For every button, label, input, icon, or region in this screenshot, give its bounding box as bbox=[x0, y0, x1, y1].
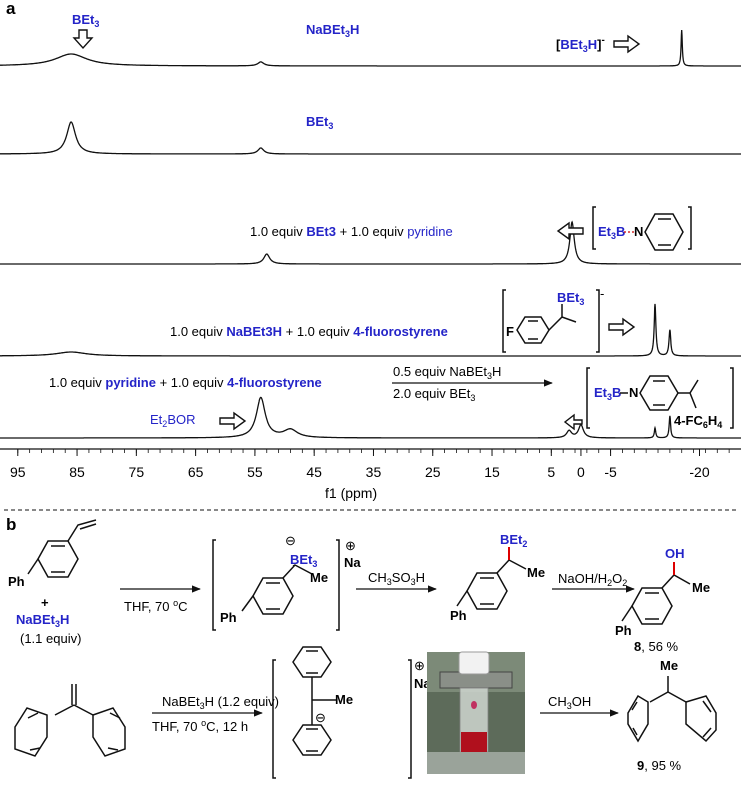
svg-text:Ph: Ph bbox=[220, 610, 237, 625]
tick-label: 5 bbox=[547, 464, 555, 480]
row2-carbanion-intermediate: Me ⊖ ⊕ Na bbox=[272, 646, 431, 779]
row1-acid: CH3SO3H bbox=[368, 570, 425, 587]
tick-label: -5 bbox=[604, 464, 617, 480]
s1-bet3h-label: [BEt3H]- bbox=[556, 35, 605, 54]
svg-text:Me: Me bbox=[335, 692, 353, 707]
row1-oxidation: NaOH/H2O2 bbox=[558, 571, 627, 588]
s5-left-arrow-icon bbox=[563, 413, 583, 431]
svg-text:⊕: ⊕ bbox=[414, 658, 425, 673]
spectrum-trace-s4 bbox=[0, 303, 741, 357]
s1-title: NaBEt3H bbox=[306, 22, 359, 39]
s1-bet3-label: BEt3 bbox=[72, 12, 99, 29]
spectrum-trace-s5 bbox=[0, 396, 741, 439]
svg-text:Ph: Ph bbox=[615, 623, 632, 638]
spectrum-trace-s3 bbox=[0, 220, 741, 265]
spectrum-trace-s2 bbox=[0, 121, 741, 155]
svg-text:Na: Na bbox=[344, 555, 361, 570]
tick-label: 35 bbox=[366, 464, 382, 480]
axis-xlabel: f1 (ppm) bbox=[325, 485, 377, 501]
ppm-axis: 95 85 75 65 55 45 35 25 15 5 0 -5 -20 f1 (ppm) bbox=[0, 448, 741, 501]
row2-conditions-top: NaBEt3H (1.2 equiv) bbox=[162, 694, 279, 711]
svg-text:NaBEt3H: NaBEt3H bbox=[16, 612, 69, 629]
tick-label: 25 bbox=[425, 464, 441, 480]
svg-text:F: F bbox=[506, 324, 514, 339]
row2-starting-material bbox=[14, 684, 126, 757]
svg-text:OH: OH bbox=[665, 546, 685, 561]
svg-text:⊖: ⊖ bbox=[315, 710, 326, 725]
svg-text:Me: Me bbox=[310, 570, 328, 585]
svg-text:-: - bbox=[600, 286, 604, 301]
svg-text:N: N bbox=[629, 385, 638, 400]
svg-text:Ph: Ph bbox=[8, 574, 25, 589]
s2-title: BEt3 bbox=[306, 114, 333, 131]
tick-label: 65 bbox=[188, 464, 204, 480]
s3-caption: 1.0 equiv BEt3 + 1.0 equiv pyridine bbox=[250, 224, 453, 239]
svg-text:Et3B: Et3B bbox=[594, 385, 621, 402]
svg-text:(1.1 equiv): (1.1 equiv) bbox=[20, 631, 81, 646]
svg-text:Me: Me bbox=[660, 658, 678, 673]
row1-borate-intermediate: ⊖ BEt3 Me Ph ⊕ Na bbox=[212, 533, 361, 631]
s5-arrow-bottom: 2.0 equiv BEt3 bbox=[393, 386, 475, 403]
reaction-vial-photo bbox=[427, 651, 525, 774]
row1-alcohol-product: OH Me Ph 8, 56 % bbox=[615, 546, 710, 654]
svg-text:4-FC6H4: 4-FC6H4 bbox=[674, 413, 722, 430]
row1-conditions: THF, 70 oC bbox=[124, 598, 188, 614]
svg-text:+: + bbox=[41, 595, 49, 610]
svg-text:Me: Me bbox=[692, 580, 710, 595]
s5-et2bor-label: Et2BOR bbox=[150, 412, 195, 429]
s3-left-arrow-icon bbox=[556, 221, 584, 241]
s5-pyridine-complex: Et3B N 4-FC6H4 bbox=[586, 367, 734, 430]
s4-caption: 1.0 equiv NaBEt3H + 1.0 equiv 4-fluorost… bbox=[170, 324, 448, 339]
svg-text:N: N bbox=[634, 224, 643, 239]
svg-text:BEt2: BEt2 bbox=[500, 532, 527, 549]
row2-conditions-bottom: THF, 70 oC, 12 h bbox=[152, 718, 248, 734]
spectrum-trace-s1 bbox=[0, 29, 741, 67]
product-9: 9, 95 % bbox=[637, 758, 682, 773]
panel-a-label: a bbox=[6, 0, 16, 18]
s5-caption: 1.0 equiv pyridine + 1.0 equiv 4-fluoros… bbox=[49, 375, 322, 390]
tick-label: 95 bbox=[10, 464, 26, 480]
svg-text:Me: Me bbox=[527, 565, 545, 580]
tick-label: 45 bbox=[306, 464, 322, 480]
tick-label: 0 bbox=[577, 464, 585, 480]
tick-label: 55 bbox=[247, 464, 263, 480]
product-8: 8, 56 % bbox=[634, 639, 679, 654]
svg-text:⊖: ⊖ bbox=[285, 533, 296, 548]
nmr-spectra bbox=[0, 29, 741, 439]
svg-text:Ph: Ph bbox=[450, 608, 467, 623]
panel-b-label: b bbox=[6, 515, 16, 534]
row1-borane-product: BEt2 Me Ph bbox=[450, 532, 545, 623]
s5-arrow-top: 0.5 equiv NaBEt3H bbox=[393, 364, 501, 381]
tick-label: 85 bbox=[69, 464, 85, 480]
tick-label: -20 bbox=[689, 464, 709, 480]
s1-down-arrow-icon bbox=[72, 29, 94, 50]
s1-right-arrow-icon bbox=[613, 34, 641, 54]
row1-starting-material: Ph + NaBEt3H (1.1 equiv) bbox=[8, 519, 97, 646]
s3-pyridine-complex: Et3B N bbox=[592, 206, 692, 251]
svg-text:⊕: ⊕ bbox=[345, 538, 356, 553]
svg-text:BEt3: BEt3 bbox=[557, 290, 584, 307]
s5-right-arrow-icon bbox=[219, 411, 247, 431]
s4-right-arrow-icon bbox=[608, 317, 636, 337]
tick-label: 15 bbox=[484, 464, 500, 480]
svg-text:Et3B: Et3B bbox=[598, 224, 625, 241]
tick-label: 75 bbox=[129, 464, 145, 480]
row2-quench: CH3OH bbox=[548, 694, 591, 711]
row2-product: Me 9, 95 % bbox=[627, 658, 717, 773]
s4-borate-complex: - F BEt3 bbox=[502, 286, 604, 353]
svg-text:BEt3: BEt3 bbox=[290, 552, 317, 569]
